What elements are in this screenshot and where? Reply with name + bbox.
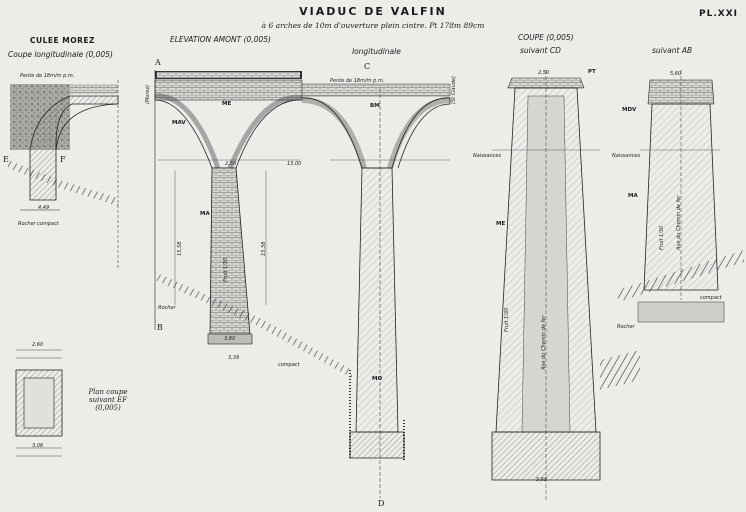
voussoir-right <box>227 95 303 169</box>
dim-height-right: 15,58 <box>261 241 267 256</box>
heading-suivant-ab: suivant AB <box>652 46 693 55</box>
dim-ab-top: 5,60 <box>670 71 682 77</box>
long-voussoir-left <box>301 97 367 169</box>
note-pente-long: Pente de 18m/m p.m. <box>330 78 385 84</box>
drawing-title: VIADUC DE VALFIN <box>299 5 447 18</box>
label-mav: MAV <box>172 120 186 126</box>
dim-footing: 3,39 <box>228 355 240 361</box>
dim-pier-base: 3,80 <box>224 336 236 342</box>
letter-d: D <box>378 499 385 508</box>
abutment-deck <box>70 84 118 94</box>
label-ma: MA <box>200 211 210 217</box>
section-cd <box>491 70 640 500</box>
letter-f: F <box>60 155 66 164</box>
letter-b: B <box>157 323 163 332</box>
heading-suivant-cd: suivant CD <box>520 46 561 55</box>
note-rocher-ab: Rocher <box>617 324 635 330</box>
heading-coupe: COUPE (0,005) <box>518 33 574 42</box>
plan-caption: Plan coupe suivant EF (0,005) <box>88 388 128 413</box>
heading-elevation: ELEVATION AMONT (0,005) <box>170 35 271 44</box>
note-rocher: Rocher <box>158 305 176 311</box>
dim-plan-top: 2,60 <box>32 342 44 348</box>
long-pier-base <box>349 431 405 459</box>
culee-section <box>8 80 119 270</box>
parapet-bricks <box>157 72 300 78</box>
long-voussoir-right <box>387 97 451 169</box>
note-fruit-cd: Fruit 1/30 <box>504 307 510 332</box>
dim-span: 13,00 <box>287 161 302 167</box>
note-axe-cd: Axe du Chemin de fer <box>541 315 547 370</box>
note-st-claude: (St Claude) <box>451 76 457 104</box>
dim-plan-width: 3,06 <box>32 443 44 449</box>
abutment-ground <box>8 160 118 206</box>
elevation-ground <box>155 272 352 378</box>
dim-cd-top: 2,50 <box>538 70 550 76</box>
dim-culee-width: 4,49 <box>38 205 50 211</box>
label-mo: MO <box>372 376 383 382</box>
plate-number: PL.XXI <box>699 9 738 19</box>
label-me-cd: ME <box>496 221 506 227</box>
abutment-intrados <box>55 103 119 151</box>
label-ma-ab: MA <box>628 193 638 199</box>
plan-ef <box>15 349 63 457</box>
letter-e: E <box>3 155 9 164</box>
note-pente-culee: Pente de 18m/m p.m. <box>20 73 75 79</box>
ab-footing <box>637 301 725 323</box>
note-naissances-ab: Naissances <box>612 153 641 159</box>
heading-culee: CULEE MOREZ <box>30 36 95 45</box>
note-rocher-compact: Rocher compact <box>18 221 59 227</box>
label-mdv: MDV <box>622 107 637 113</box>
heading-coupe-longitudinale: Coupe longitudinale (0,005) <box>8 50 113 59</box>
label-pt: PT <box>588 69 596 75</box>
drawing-subtitle: à 6 arches de 10m d'ouverture plein cint… <box>261 21 485 30</box>
dim-cd-base: 5,65 <box>536 477 548 483</box>
elevation-section <box>154 70 352 378</box>
label-me: ME <box>222 101 232 107</box>
note-fruit-pier: Fruit 1/30 <box>223 257 229 282</box>
note-axe-ab: Axe du Chemin de fer <box>676 195 682 250</box>
longitudinal-deck <box>301 83 451 97</box>
voussoir-left <box>154 93 221 169</box>
spandrel <box>154 79 303 101</box>
note-compact: compact <box>278 362 300 368</box>
letter-c: C <box>364 62 371 71</box>
note-compact-ab: compact <box>700 295 722 301</box>
letter-a: A <box>155 58 161 67</box>
note-morez: (Morez) <box>145 84 151 104</box>
note-naissances-cd: Naissances <box>473 153 502 159</box>
plan-core <box>23 377 55 429</box>
dim-pier-top: 2,50 <box>225 161 237 167</box>
section-ab <box>618 70 744 323</box>
note-fruit-ab: Fruit 1/30 <box>659 225 665 250</box>
dim-height-left: 15,58 <box>177 241 183 256</box>
heading-longitudinale: longitudinale <box>352 47 401 56</box>
longitudinal-section <box>301 83 451 498</box>
pier-footing <box>207 333 253 345</box>
label-bm: BM <box>370 103 380 109</box>
long-pier <box>355 167 399 433</box>
